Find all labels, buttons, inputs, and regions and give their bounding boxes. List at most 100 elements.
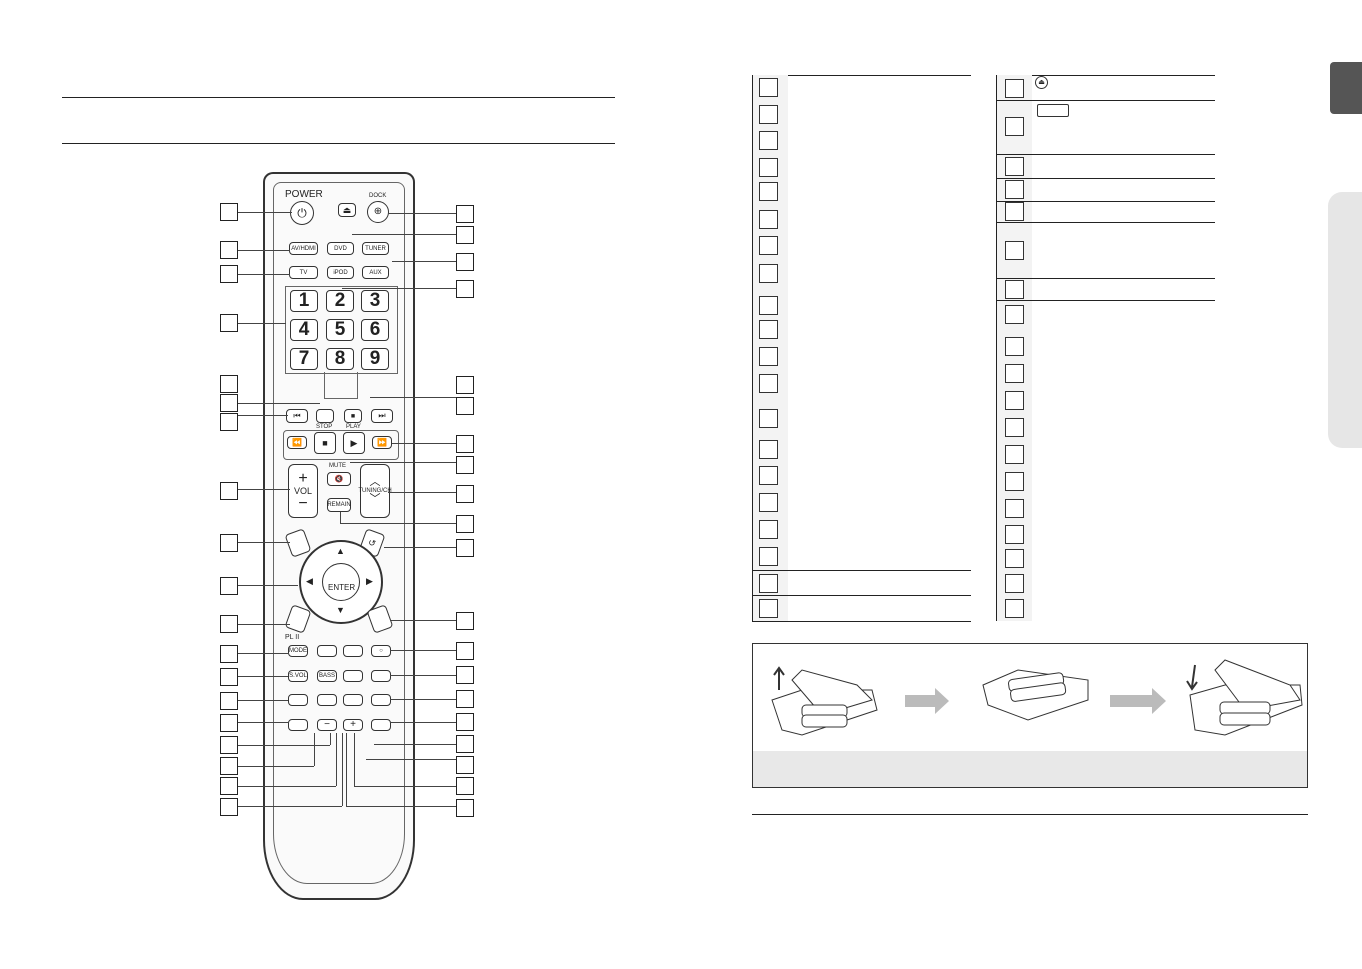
table-number-box [1005,241,1024,260]
callout-box [456,799,474,817]
small-left-button [316,409,334,423]
leader-line [238,745,330,746]
num-7: 7 [290,348,318,370]
table-right-row-rule [996,278,1215,279]
leader-line [366,759,456,760]
tuning-ch-label: TUNING/CH [358,488,392,494]
callout-box [220,777,238,795]
table-left-row-rule [752,595,971,596]
table-right-row-rule [996,100,1215,101]
leader-line [390,722,456,723]
table-number-box [1005,280,1024,299]
table-number-box [759,574,778,593]
table-number-box [759,236,778,255]
mute-icon: 🔇 [327,472,351,486]
av-hdmi-button: AV/HDMI [289,242,318,255]
callout-box [220,482,238,500]
table-number-box [1005,391,1024,410]
dock-label: DOCK [369,193,387,199]
table-right-row-rule [996,300,1215,301]
callout-box [220,265,238,283]
num-1: 1 [290,290,318,312]
table-right-row-rule [996,154,1215,155]
dvd-button: DVD [327,242,354,255]
leader-line [238,489,290,490]
clear-button: ○ [371,645,391,657]
rewind-icon: ⏪ [287,436,307,449]
sleep-button [288,719,308,731]
up-arrow-icon: ▲ [336,546,345,556]
ipod-button: iPOD [327,266,354,279]
num-0-area [324,372,358,399]
right-arrow-icon: ▶ [366,576,373,586]
enter-label: ENTER [328,583,356,592]
leader-line [370,397,456,398]
num-9: 9 [361,348,389,370]
table-number-box [759,264,778,283]
button-symbol [1037,104,1069,117]
leader-line [336,733,337,786]
skip-forward-icon: ⏭ [371,409,393,423]
callout-box [456,226,474,244]
callout-box [456,777,474,795]
bass-button: BASS [317,670,337,682]
leader-line [342,288,456,289]
table-number-box [1005,549,1024,568]
table-number-box [759,409,778,428]
table-number-box [1005,117,1024,136]
table-number-box [759,296,778,315]
callout-box [456,713,474,731]
table-number-box [1005,445,1024,464]
table-number-box [1005,599,1024,618]
callout-box [220,413,238,431]
mode-button: MODE [288,645,308,657]
callout-box [456,456,474,474]
callout-box [220,534,238,552]
callout-box [456,642,474,660]
table-left-top-rule [752,75,971,76]
table-right-top-rule [996,75,1215,76]
battery-caption-band [753,751,1307,787]
callout-box [220,577,238,595]
table-number-box [759,158,778,177]
callout-box [456,539,474,557]
aux-button: AUX [362,266,389,279]
page-tab-dark [1330,62,1362,114]
table-number-box [759,131,778,150]
remain-button: REMAIN [327,498,351,512]
callout-box [220,692,238,710]
callout-box [220,375,238,393]
up-arrow-icon: ︿ [369,476,381,488]
header-bottom-rule [62,143,615,144]
table-number-box [759,374,778,393]
dsp-button [343,670,363,682]
leader-line [346,806,456,807]
callout-box [220,668,238,686]
battery-step-3-illustration [1186,659,1303,736]
table-number-box [1005,364,1024,383]
table-number-box [759,493,778,512]
leader-line [238,786,336,787]
tv-button: TV [289,266,318,279]
table-left-border [752,75,753,621]
callout-box [456,666,474,684]
callout-box [220,736,238,754]
leader-line [238,274,290,275]
leader-line [238,676,288,677]
leader-line [350,462,456,463]
table-number-box [1005,418,1024,437]
leader-line [374,744,456,745]
audio-button [343,645,363,657]
leader-line [342,733,343,806]
stop-icon: ■ [314,432,336,454]
leader-line [346,733,347,806]
plus-icon: + [343,719,363,731]
control-button [371,670,391,682]
blank-button [371,694,391,706]
tuner-button: TUNER [362,242,389,255]
vol-rocker: +VOL− [288,464,318,518]
num-6: 6 [361,319,389,341]
table-number-box [1005,499,1024,518]
leader-line [340,523,456,524]
table-number-box [759,210,778,229]
